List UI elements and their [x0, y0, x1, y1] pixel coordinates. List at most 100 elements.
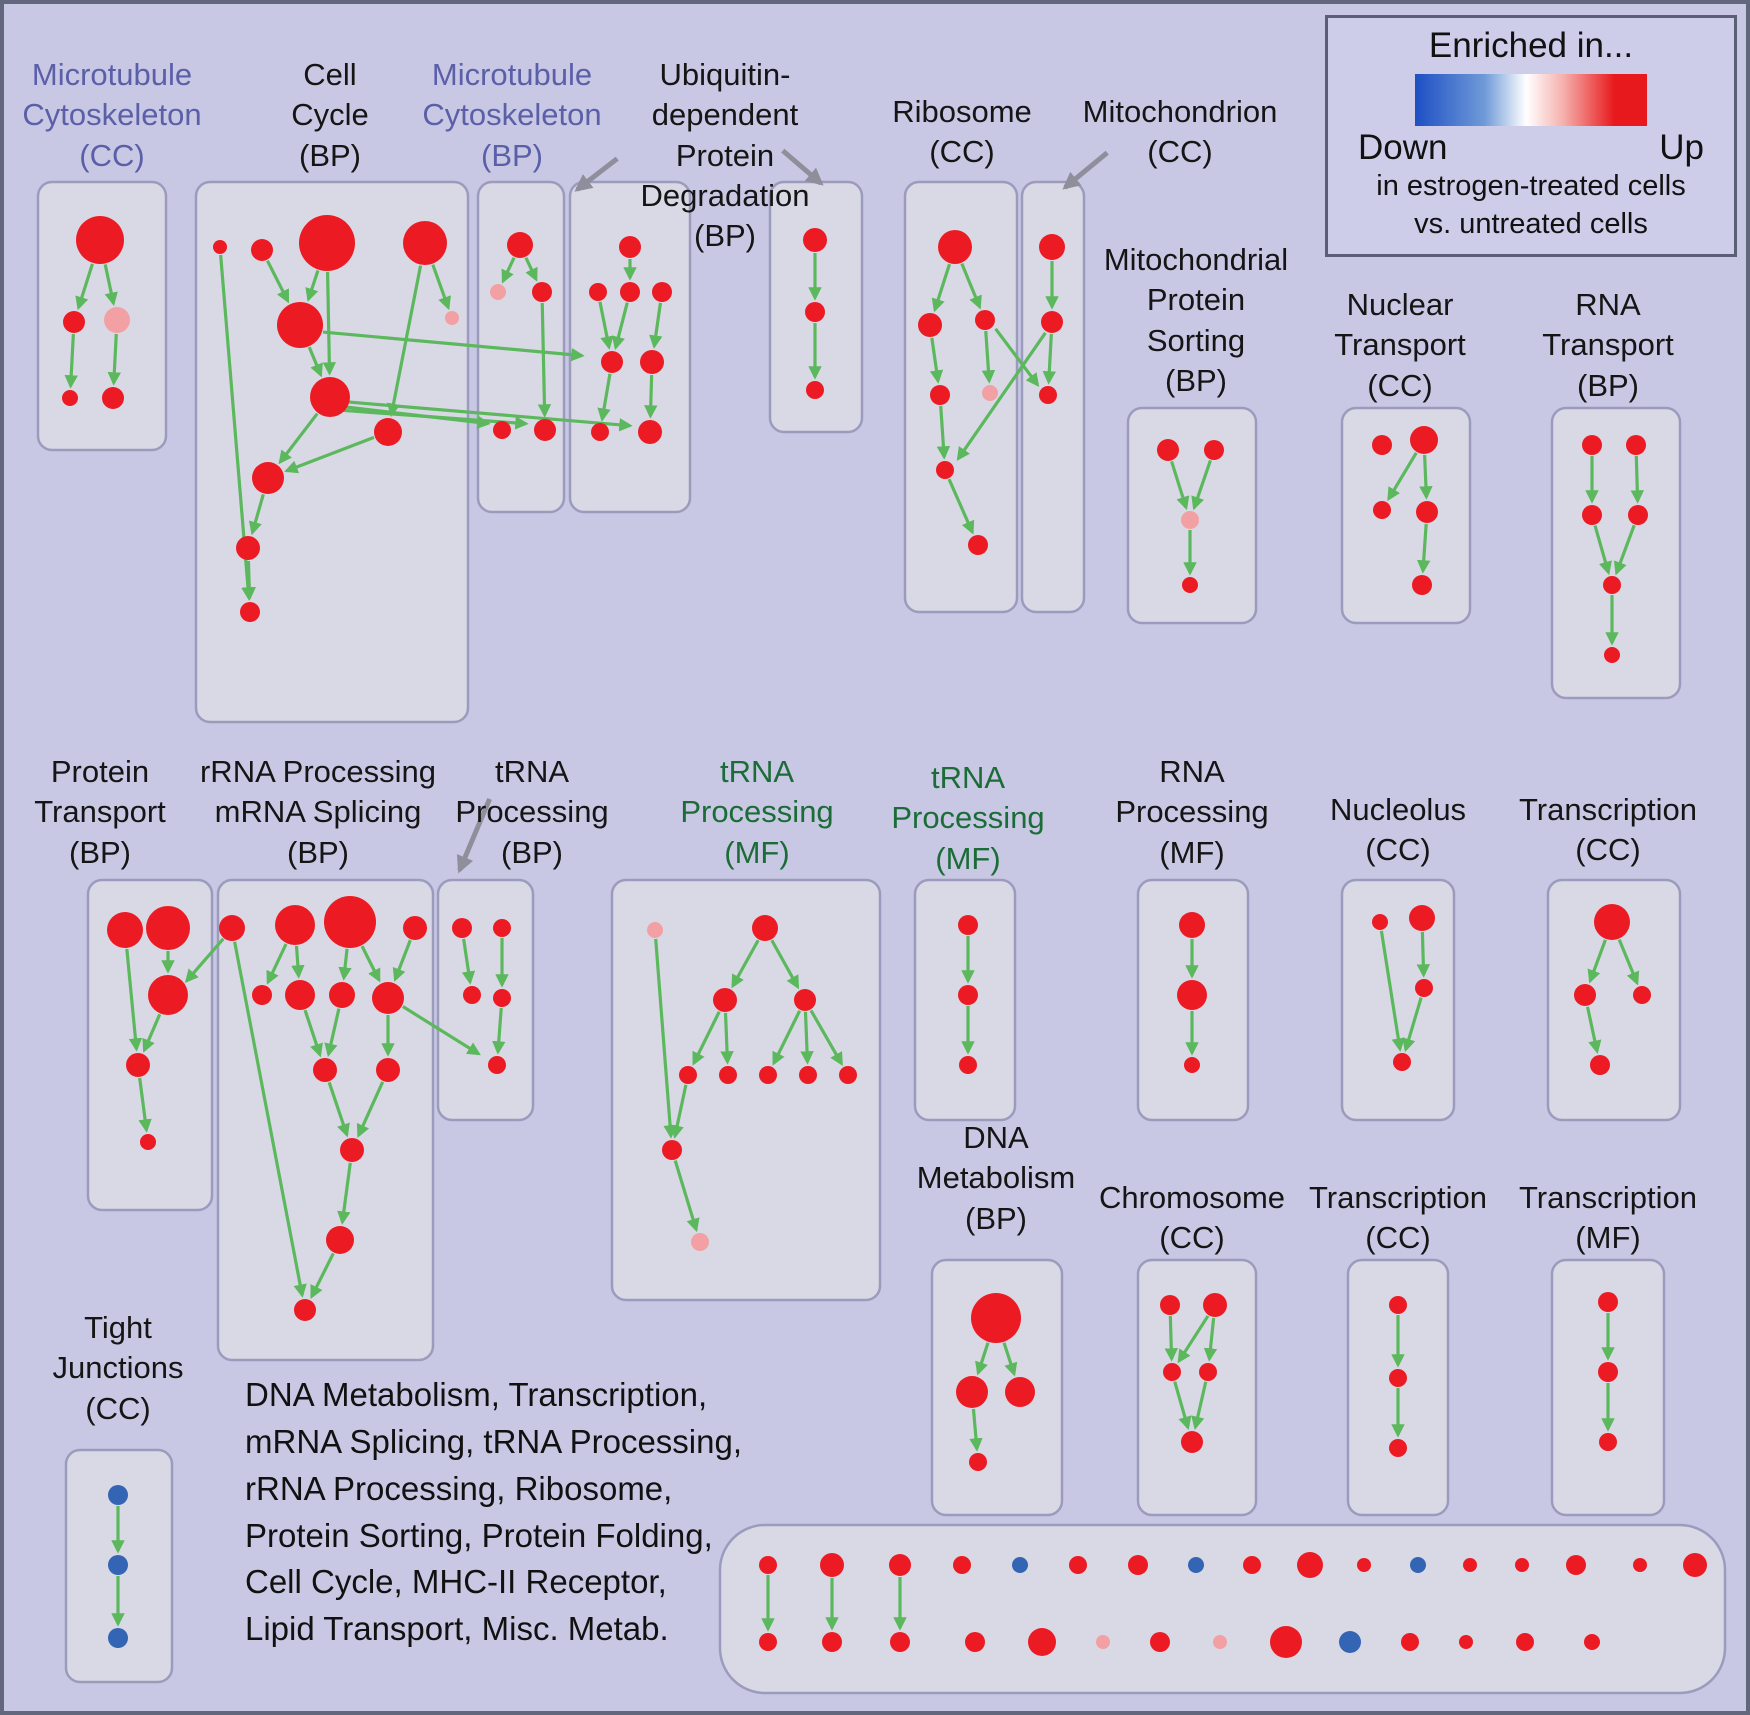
misc-categories-text: DNA Metabolism, Transcription, mRNA Spli…	[245, 1376, 743, 1648]
go-term-node-transcription-mf-1	[1598, 1362, 1618, 1382]
edge-trna-processing-mf-1	[772, 1010, 802, 1066]
edge-rrna-processing-mrna-splicing	[337, 1162, 352, 1225]
go-term-node-rna-transport-5	[1604, 647, 1620, 663]
go-term-node-trna-processing-bp-0	[452, 918, 472, 938]
go-term-node-misc-categories-box-17	[759, 1633, 777, 1651]
edge-cell-cycle	[248, 493, 265, 536]
go-term-node-nucleolus-cc-2	[1415, 979, 1433, 997]
go-term-node-nucleolus-cc-1	[1409, 905, 1435, 931]
edge-trna-processing-mf-1	[673, 1160, 700, 1233]
go-term-node-protein-transport-2	[148, 975, 188, 1015]
go-term-node-rrna-processing-mrna-splicing-0	[219, 915, 245, 941]
go-term-node-mitochondrion-cc-2	[1039, 386, 1057, 404]
edge-trna-processing-mf-1	[720, 1012, 734, 1065]
cluster-box-transcription-cc-2	[1346, 1258, 1450, 1517]
go-term-node-microtubule-cc-4	[102, 387, 124, 409]
go-term-node-microtubule-bp-1	[490, 284, 506, 300]
edge-ubiquitin-degradation-1	[597, 373, 612, 422]
edge-cell-cycle	[284, 435, 375, 474]
edge-rrna-processing-mrna-splicing	[338, 948, 352, 981]
edge-transcription-cc-1	[1585, 1006, 1602, 1054]
go-term-node-cell-cycle-0	[213, 240, 227, 254]
go-term-node-trna-processing-mf-1-8	[839, 1066, 857, 1084]
go-term-node-misc-categories-box-20	[965, 1632, 985, 1652]
go-term-node-misc-categories-box-8	[1243, 1556, 1261, 1574]
edge-nuclear-transport	[1419, 454, 1433, 500]
go-term-node-trna-processing-mf-2-1	[958, 985, 978, 1005]
go-term-node-rrna-processing-mrna-splicing-9	[376, 1058, 400, 1082]
go-term-node-rna-processing-mf-2	[1184, 1057, 1200, 1073]
go-term-node-nuclear-transport-3	[1416, 501, 1438, 523]
edge-nucleolus-cc	[1416, 931, 1431, 978]
go-term-node-dna-metabolism-0	[971, 1293, 1021, 1343]
go-term-node-rna-transport-3	[1628, 505, 1648, 525]
edge-dna-metabolism	[969, 1408, 983, 1452]
edge-microtubule-bp	[537, 302, 552, 418]
go-term-node-transcription-mf-0	[1598, 1292, 1618, 1312]
go-term-node-transcription-cc-2-2	[1389, 1439, 1407, 1457]
go-term-node-rna-transport-4	[1603, 576, 1621, 594]
go-term-node-ubiquitin-degradation-1-6	[591, 423, 609, 441]
go-term-node-chromosome-cc-4	[1181, 1431, 1203, 1453]
legend-subtitle-2: vs. untreated cells	[1414, 207, 1648, 240]
go-term-node-misc-categories-box-5	[1069, 1556, 1087, 1574]
cluster-box-rna-transport	[1550, 406, 1682, 700]
go-term-node-cell-cycle-4	[277, 302, 323, 348]
edge-microtubule-bp	[524, 257, 538, 282]
edge-chromosome-cc	[1177, 1315, 1210, 1364]
label-pointer-arrow	[456, 797, 492, 874]
go-term-node-transcription-cc-1-2	[1633, 986, 1651, 1004]
edge-transcription-cc-1	[1587, 939, 1607, 984]
go-term-node-misc-categories-box-3	[953, 1556, 971, 1574]
edge-cell-cycle	[278, 412, 319, 465]
go-term-node-trna-processing-mf-1-5	[719, 1066, 737, 1084]
edge-trna-processing-mf-1	[654, 938, 677, 1139]
edge-trna-processing-mf-1	[731, 939, 760, 989]
go-term-node-microtubule-cc-2	[104, 307, 130, 333]
go-term-node-rrna-processing-mrna-splicing-10	[340, 1138, 364, 1162]
edge-dna-metabolism	[1002, 1342, 1018, 1377]
go-term-node-trna-processing-mf-2-2	[959, 1056, 977, 1074]
edge-protein-transport	[142, 1013, 162, 1053]
edge-ribosome-cc	[947, 478, 975, 535]
edge-rrna-processing-mrna-splicing	[356, 1081, 385, 1138]
edge-ribosome-cc	[981, 330, 996, 384]
go-term-node-microtubule-bp-3	[493, 421, 511, 439]
go-term-node-ribosome-cc-2	[975, 310, 995, 330]
cross-cluster-edge	[348, 400, 633, 432]
edge-cell-cycle	[431, 264, 451, 311]
go-term-node-misc-categories-box-4	[1012, 1557, 1028, 1573]
edge-mitochondrial-protein-sorting	[1170, 460, 1190, 511]
go-term-node-trna-processing-bp-1	[493, 919, 511, 937]
go-term-node-rrna-processing-mrna-splicing-8	[313, 1058, 337, 1082]
cluster-box-ubiquitin-degradation-1	[568, 180, 692, 514]
legend-down-label: Down	[1358, 128, 1448, 167]
label-pointer-arrow	[574, 156, 619, 192]
go-term-node-nuclear-transport-4	[1412, 575, 1432, 595]
go-term-node-misc-categories-box-13	[1515, 1558, 1529, 1572]
edge-ribosome-cc	[929, 337, 944, 384]
cluster-box-dna-metabolism	[930, 1258, 1064, 1517]
cross-cluster-edge	[994, 327, 1040, 387]
go-term-node-misc-categories-box-22	[1096, 1635, 1110, 1649]
go-term-node-microtubule-bp-2	[532, 282, 552, 302]
go-term-node-rrna-processing-mrna-splicing-1	[275, 905, 315, 945]
go-term-node-cell-cycle-2	[299, 215, 355, 271]
go-term-node-microtubule-cc-1	[63, 311, 85, 333]
edge-nucleolus-cc	[1402, 997, 1423, 1053]
cluster-box-transcription-cc-1	[1546, 878, 1682, 1122]
go-term-node-ribosome-cc-6	[968, 535, 988, 555]
edge-rrna-processing-mrna-splicing	[303, 1009, 323, 1058]
go-term-node-cell-cycle-5	[445, 311, 459, 325]
edge-ribosome-cc	[936, 405, 951, 460]
edge-cell-cycle	[307, 346, 323, 378]
go-term-node-ubiquitin-degradation-1-3	[652, 282, 672, 302]
go-term-node-ribosome-cc-3	[930, 385, 950, 405]
go-term-node-rrna-processing-mrna-splicing-3	[403, 916, 427, 940]
go-term-node-nuclear-transport-0	[1372, 435, 1392, 455]
go-term-node-cell-cycle-3	[403, 221, 447, 265]
go-term-node-mitochondrion-cc-1	[1041, 311, 1063, 333]
go-term-node-misc-categories-box-26	[1339, 1631, 1361, 1653]
edge-trna-processing-mf-1	[800, 1011, 814, 1065]
